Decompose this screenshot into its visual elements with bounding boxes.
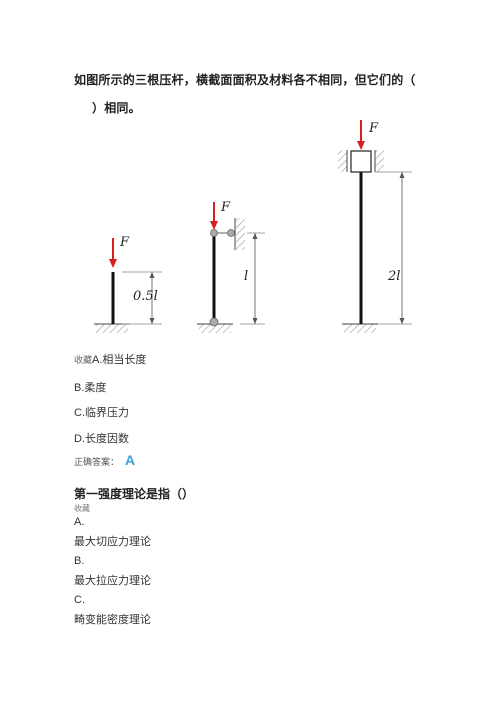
column-2: F l <box>197 200 265 333</box>
option-a-text: 相当长度 <box>102 353 147 366</box>
columns-figure: F 0.5l F l <box>94 120 412 333</box>
column-3: F 2l <box>338 120 412 333</box>
dim-arrow-top-1 <box>149 272 155 278</box>
question-1-line-1: 如图所示的三根压杆，横截面面积及材料各不相同，但它们的（ <box>74 73 416 87</box>
favorite-label-2[interactable]: 收藏 <box>74 504 90 513</box>
q2-option-c-letter[interactable]: C. <box>74 594 85 606</box>
length-label-1: 0.5l <box>133 289 158 304</box>
dim-arrow-bottom-2 <box>252 318 258 324</box>
clamp-hatch-left-3 <box>338 150 347 172</box>
correct-answer-value: A <box>125 452 136 468</box>
bottom-pin-2 <box>209 317 219 327</box>
option-a-letter: A. <box>92 354 103 366</box>
slider-block-3 <box>350 150 372 173</box>
option-d-letter: D. <box>74 433 85 445</box>
q2-option-b-letter[interactable]: B. <box>74 555 85 567</box>
length-label-3: 2l <box>387 269 400 284</box>
option-b[interactable]: B.柔度 <box>74 379 106 395</box>
option-b-text: 柔度 <box>84 381 107 394</box>
option-d[interactable]: D.长度因数 <box>74 430 129 446</box>
question-2-title: 第一强度理论是指（） <box>74 487 195 501</box>
option-a[interactable]: 收藏A.相当长度 <box>74 351 146 367</box>
force-label-3: F <box>368 121 379 136</box>
correct-answer-label: 正确答案： <box>74 458 120 468</box>
dim-arrow-top-3 <box>399 172 405 178</box>
q2-option-a-text[interactable]: 最大切应力理论 <box>74 535 151 548</box>
option-c-letter: C. <box>74 407 85 419</box>
ground-hatch-1 <box>96 324 128 333</box>
option-b-letter: B. <box>74 382 85 394</box>
force-arrowhead-1 <box>109 259 117 268</box>
dim-arrow-bottom-1 <box>149 318 155 324</box>
ground-hatch-2 <box>199 324 231 333</box>
wall-pin-2 <box>227 229 235 237</box>
column-1: F 0.5l <box>94 235 162 333</box>
q2-option-b-text[interactable]: 最大拉应力理论 <box>74 574 151 587</box>
option-d-text: 长度因数 <box>85 432 129 445</box>
correct-answer: 正确答案： A <box>74 452 135 468</box>
clamp-hatch-right-3 <box>375 150 384 172</box>
force-label-1: F <box>119 235 130 250</box>
force-arrowhead-3 <box>357 141 365 150</box>
wall-hatch-2 <box>236 218 245 250</box>
ground-hatch-3 <box>344 324 376 333</box>
q2-option-a-letter[interactable]: A. <box>74 516 85 528</box>
length-label-2: l <box>244 269 248 284</box>
q2-option-c-text[interactable]: 畸变能密度理论 <box>74 613 151 626</box>
option-c[interactable]: C.临界压力 <box>74 404 129 420</box>
top-pin-2 <box>210 229 218 237</box>
question-1-line-2: ）相同。 <box>92 101 141 115</box>
favorite-label[interactable]: 收藏 <box>74 356 93 366</box>
dim-arrow-top-2 <box>252 233 258 239</box>
option-c-text: 临界压力 <box>85 406 129 419</box>
force-arrowhead-2 <box>210 221 218 230</box>
force-label-2: F <box>220 200 231 215</box>
dim-arrow-bottom-3 <box>399 318 405 324</box>
question-1-text: 如图所示的三根压杆，横截面面积及材料各不相同，但它们的（ ）相同。 <box>74 66 444 122</box>
